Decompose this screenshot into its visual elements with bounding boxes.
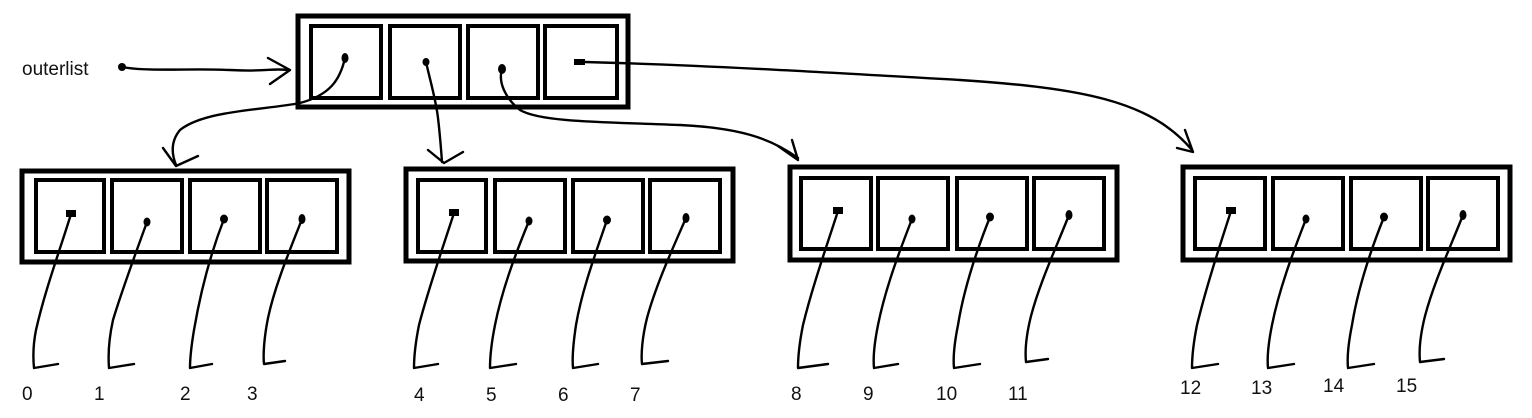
inner-list-cell: [34, 178, 106, 254]
element-arrow: [262, 217, 304, 366]
element-arrow: [32, 212, 73, 370]
inner-list-frame: [1180, 164, 1513, 263]
element-value-2: 2: [180, 384, 191, 405]
element-arrow: [872, 217, 914, 370]
outer-to-inner-arrow-1: [424, 60, 465, 165]
element-arrow: [1418, 213, 1465, 364]
inner-list-0: 0 1 2 3: [19, 168, 352, 405]
inner-list-frame: [403, 166, 736, 264]
inner-list-cell: [110, 178, 184, 254]
element-arrow: [571, 218, 609, 370]
inner-list-cell: [493, 178, 567, 254]
inner-list-2: 8 9 10 11: [787, 164, 1120, 405]
element-value-14: 14: [1323, 376, 1345, 397]
element-arrow: [188, 217, 226, 370]
element-value-12: 12: [1180, 378, 1201, 399]
element-value-0: 0: [22, 384, 33, 405]
element-value-5: 5: [486, 385, 497, 406]
element-value-3: 3: [247, 384, 258, 405]
outer-to-inner-arrow-2: [499, 67, 800, 162]
element-arrow: [1024, 213, 1071, 364]
inner-list-3: 12 13 14 15: [1180, 164, 1513, 399]
outerlist-pointer-arrow: [120, 56, 292, 86]
inner-list-cell: [1271, 176, 1345, 251]
inner-list-1: 4 5 6 7: [403, 166, 736, 406]
element-arrow: [796, 209, 840, 370]
element-arrow: [488, 219, 531, 370]
element-value-4: 4: [414, 385, 425, 406]
outer-list-frame: [295, 13, 631, 110]
element-value-6: 6: [558, 385, 569, 406]
element-arrow: [107, 220, 149, 370]
inner-list-cell: [188, 178, 262, 254]
inner-list-cell: [799, 176, 873, 251]
outerlist-label: outerlist: [22, 59, 89, 80]
element-value-13: 13: [1251, 378, 1272, 399]
element-value-1: 1: [94, 384, 105, 405]
inner-list-cell: [648, 178, 722, 254]
element-arrow: [952, 215, 992, 370]
element-arrow: [1190, 209, 1233, 370]
outer-list: [295, 13, 631, 110]
element-arrow: [1266, 217, 1308, 370]
inner-list-frame: [787, 164, 1120, 263]
element-value-15: 15: [1396, 376, 1417, 397]
inner-list-cell: [876, 176, 950, 251]
element-value-9: 9: [863, 384, 874, 405]
inner-list-cell: [955, 176, 1029, 251]
element-value-11: 11: [1008, 384, 1028, 405]
element-arrow: [412, 211, 456, 370]
element-value-10: 10: [936, 384, 957, 405]
outer-list-pointer-dot-3: [574, 59, 585, 65]
element-value-7: 7: [630, 385, 641, 406]
element-value-8: 8: [791, 384, 802, 405]
element-arrow: [1346, 215, 1386, 370]
outer-to-inner-arrow-0: [161, 56, 347, 168]
outer-to-inner-arrow-3: [583, 60, 1195, 154]
element-arrow: [640, 216, 688, 366]
inner-list-frame: [19, 168, 352, 265]
